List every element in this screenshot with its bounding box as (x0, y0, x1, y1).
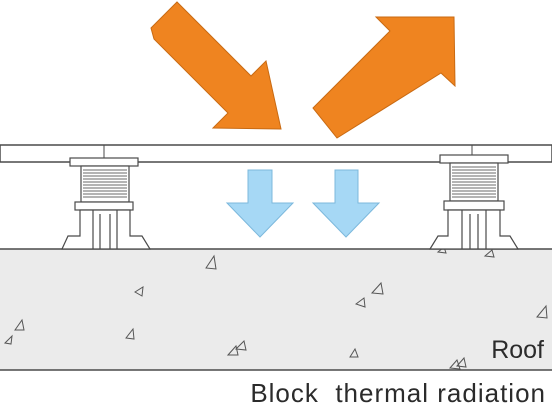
roof-label: Roof (491, 336, 544, 364)
roof-slab (0, 248, 552, 371)
pedestal-right (428, 154, 520, 250)
caption: Block thermal radiation (0, 378, 552, 409)
arrow-down-icon (225, 169, 295, 238)
arrow-down-icon (311, 169, 381, 238)
arrow-down-right-icon (150, 1, 282, 130)
pedestal-left (61, 157, 152, 250)
caption-text: Block thermal radiation (250, 378, 546, 408)
concrete-aggregate (3, 246, 548, 370)
arrow-up-right-icon (312, 16, 456, 139)
